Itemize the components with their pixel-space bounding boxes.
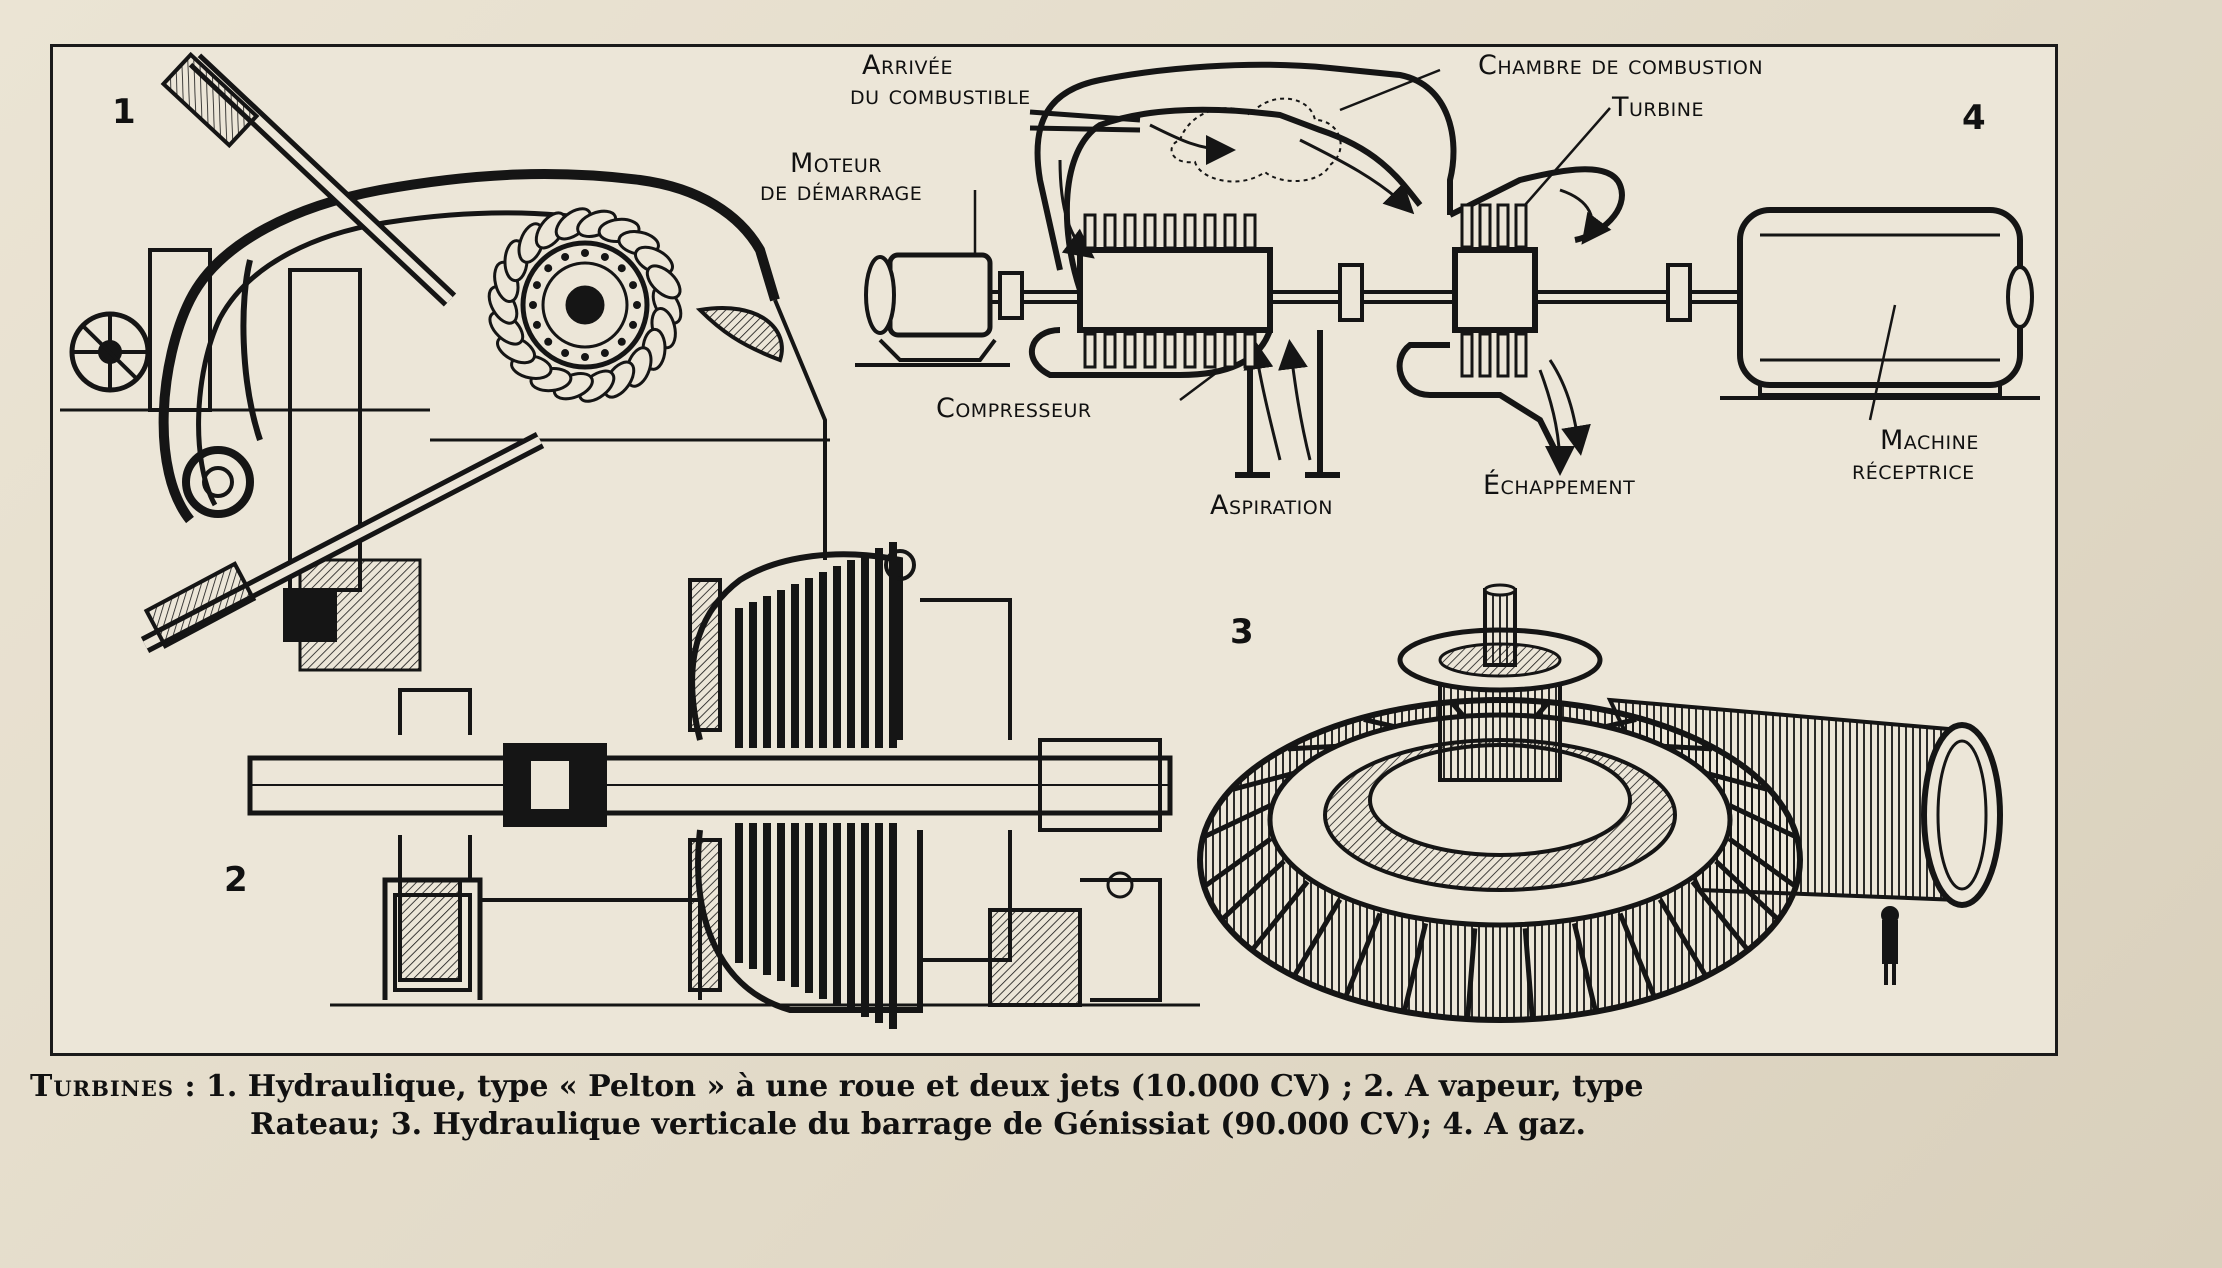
label-exhaust: Échappement xyxy=(1483,470,1636,501)
pelton-turbine-drawing xyxy=(60,51,830,672)
caption-line2: Rateau; 3. Hydraulique verticale du barr… xyxy=(250,1107,1586,1142)
rateau-blade-stages xyxy=(735,542,897,1029)
pelton-bucket xyxy=(645,264,682,300)
caption-lead: Turbines xyxy=(30,1069,175,1104)
label-starter-motor-line2: de démarrage xyxy=(760,176,923,207)
combustion-cloud xyxy=(1170,97,1342,183)
gas-turbine-schematic xyxy=(855,61,2040,478)
label-receiving-machine-line1: Machine xyxy=(1880,425,1979,456)
pelton-wheel xyxy=(487,207,683,403)
label-turbine: Turbine xyxy=(1612,92,1704,123)
label-intake: Aspiration xyxy=(1210,490,1333,521)
panel-number-2: 2 xyxy=(224,860,248,900)
label-combustion-chamber: Chambre de combustion xyxy=(1478,50,1764,81)
label-fuel-inlet-line1: Arrivée xyxy=(862,50,953,81)
genissiat-spiral-casing xyxy=(1197,583,2003,1023)
panel-number-3: 3 xyxy=(1230,612,1254,652)
figure-caption: Turbines : 1. Hydraulique, type « Pelton… xyxy=(30,1068,2070,1144)
steam-turbine-drawing xyxy=(247,549,1200,1013)
gas-turbine-blade-stages xyxy=(1083,203,1528,378)
panel-number-4: 4 xyxy=(1962,98,1986,138)
spiral-casing-ribs xyxy=(1202,702,1798,1022)
caption-line1: : 1. Hydraulique, type « Pelton » à une … xyxy=(174,1069,1644,1104)
label-compressor: Compresseur xyxy=(936,393,1092,424)
panel-number-1: 1 xyxy=(112,92,136,132)
label-receiving-machine-line2: réceptrice xyxy=(1852,455,1975,486)
label-fuel-inlet-line2: du combustible xyxy=(850,80,1031,111)
label-starter-motor-line1: Moteur xyxy=(790,148,882,179)
